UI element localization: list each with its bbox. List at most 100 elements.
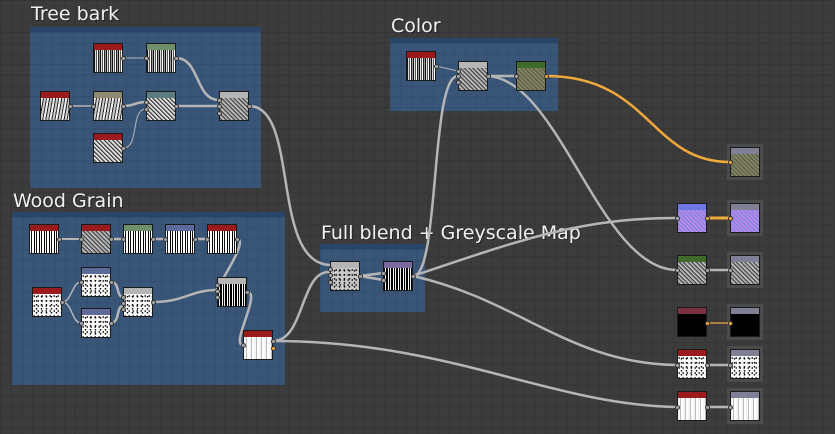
node-bark-filter[interactable] — [146, 43, 176, 73]
input-port[interactable] — [328, 267, 333, 272]
input-port[interactable] — [163, 237, 168, 242]
input-port-active[interactable] — [728, 160, 733, 165]
output-basecolor[interactable] — [730, 147, 760, 177]
input-port[interactable] — [675, 405, 680, 410]
output-port[interactable] — [57, 237, 62, 242]
output-port[interactable] — [60, 300, 65, 305]
input-port[interactable] — [217, 104, 222, 109]
node-bark-cells[interactable] — [93, 133, 123, 163]
output-metallic[interactable] — [730, 307, 760, 337]
node-grain-speck[interactable] — [32, 287, 62, 317]
output-port[interactable] — [121, 104, 126, 109]
output-port[interactable] — [151, 300, 156, 305]
node-grain-output[interactable] — [243, 330, 273, 360]
output-port[interactable] — [68, 104, 73, 109]
input-port[interactable] — [514, 74, 519, 79]
node-height-source[interactable] — [677, 349, 707, 379]
input-port[interactable] — [121, 301, 126, 306]
input-port-active[interactable] — [728, 321, 733, 326]
output-port[interactable] — [486, 74, 491, 79]
input-port[interactable] — [121, 237, 126, 242]
input-port[interactable] — [328, 280, 333, 285]
node-color-blend[interactable] — [458, 61, 488, 91]
input-port[interactable] — [217, 98, 222, 103]
input-port[interactable] — [205, 237, 210, 242]
input-port[interactable] — [217, 111, 222, 116]
node-bark-warp[interactable] — [93, 91, 123, 121]
node-ao-source[interactable] — [677, 391, 707, 421]
input-port[interactable] — [456, 80, 461, 85]
input-port[interactable] — [144, 56, 149, 61]
input-port[interactable] — [79, 321, 84, 326]
input-port[interactable] — [91, 104, 96, 109]
input-port[interactable] — [675, 363, 680, 368]
output-port-active[interactable] — [705, 216, 710, 221]
output-port[interactable] — [235, 237, 240, 242]
node-grain-transform-b[interactable] — [81, 308, 111, 338]
node-bark-output[interactable] — [219, 91, 249, 121]
input-port[interactable] — [381, 278, 386, 283]
output-port-active[interactable] — [705, 321, 710, 326]
input-port[interactable] — [675, 268, 680, 273]
output-port[interactable] — [109, 280, 114, 285]
output-normal[interactable] — [730, 203, 760, 233]
node-bark-blend[interactable] — [146, 91, 176, 121]
output-port[interactable] — [193, 237, 198, 242]
output-port[interactable] — [358, 274, 363, 279]
input-port[interactable] — [381, 271, 386, 276]
output-port[interactable] — [271, 339, 276, 344]
output-port[interactable] — [174, 56, 179, 61]
input-port[interactable] — [121, 295, 126, 300]
input-port[interactable] — [728, 268, 733, 273]
node-normal[interactable] — [677, 203, 707, 233]
input-port-active[interactable] — [728, 216, 733, 221]
output-port[interactable] — [109, 321, 114, 326]
node-grain-noise[interactable] — [81, 224, 111, 254]
input-port[interactable] — [675, 216, 680, 221]
node-greyscale-map[interactable] — [383, 261, 413, 291]
output-roughness[interactable] — [730, 255, 760, 285]
output-port[interactable] — [151, 237, 156, 242]
input-port[interactable] — [328, 273, 333, 278]
input-port[interactable] — [121, 307, 126, 312]
input-port[interactable] — [144, 100, 149, 105]
input-port[interactable] — [728, 363, 733, 368]
node-full-blend[interactable] — [330, 261, 360, 291]
node-bark-stripes[interactable] — [40, 91, 70, 121]
input-port[interactable] — [215, 283, 220, 288]
output-port[interactable] — [705, 268, 710, 273]
output-port[interactable] — [174, 104, 179, 109]
input-port[interactable] — [79, 237, 84, 242]
input-port[interactable] — [144, 107, 149, 112]
node-grain-blend[interactable] — [123, 287, 153, 317]
node-bark-noise[interactable] — [93, 43, 123, 73]
node-grain-source[interactable] — [29, 224, 59, 254]
input-port[interactable] — [215, 289, 220, 294]
output-port[interactable] — [245, 290, 250, 295]
node-color-source[interactable] — [406, 51, 436, 81]
output-port[interactable] — [705, 405, 710, 410]
output-port-active[interactable] — [544, 74, 549, 79]
output-port[interactable] — [411, 274, 416, 279]
output-port[interactable] — [434, 64, 439, 69]
node-color-gradient-map[interactable] — [516, 61, 546, 91]
input-port[interactable] — [456, 74, 461, 79]
input-port[interactable] — [215, 295, 220, 300]
output-ambient-occlusion[interactable] — [730, 391, 760, 421]
node-roughness-source[interactable] — [677, 255, 707, 285]
input-port[interactable] — [728, 405, 733, 410]
output-port[interactable] — [247, 104, 252, 109]
output-port-active[interactable] — [271, 346, 276, 351]
node-grain-filter[interactable] — [123, 224, 153, 254]
output-height[interactable] — [730, 349, 760, 379]
output-port[interactable] — [121, 146, 126, 151]
node-grain-pattern[interactable] — [207, 224, 237, 254]
output-port[interactable] — [109, 237, 114, 242]
input-port[interactable] — [241, 343, 246, 348]
node-grain-mix[interactable] — [217, 277, 247, 307]
output-port[interactable] — [121, 56, 126, 61]
input-port[interactable] — [456, 69, 461, 74]
output-port[interactable] — [705, 363, 710, 368]
node-metallic-source[interactable] — [677, 307, 707, 337]
node-grain-levels[interactable] — [165, 224, 195, 254]
